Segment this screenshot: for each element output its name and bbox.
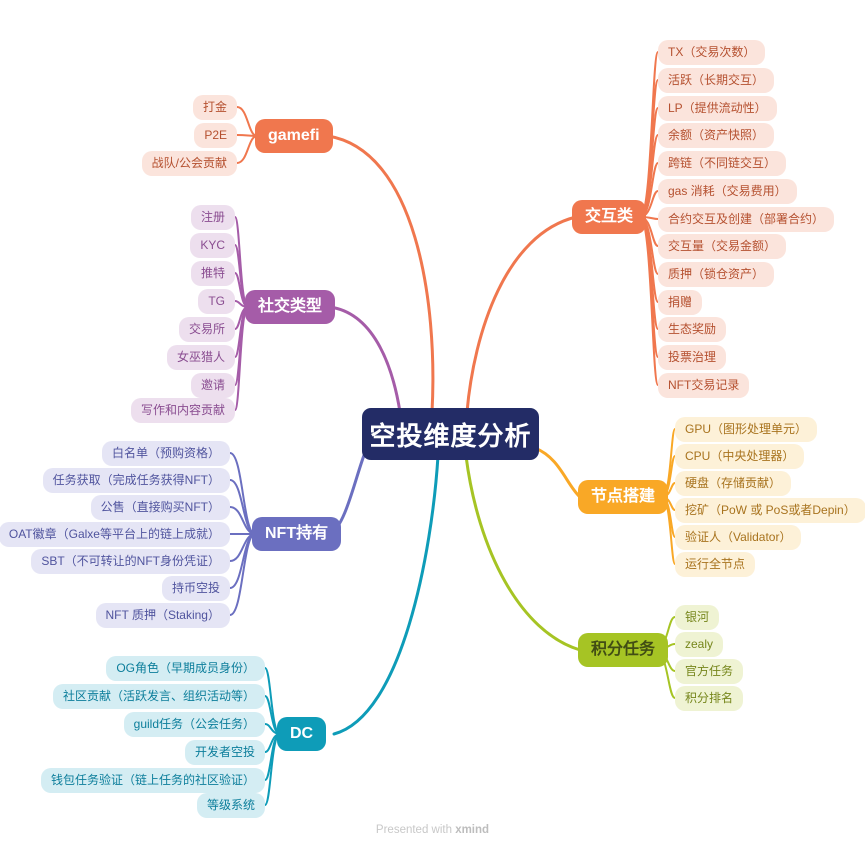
topic-points-rank[interactable]: 积分排名 xyxy=(675,686,744,711)
branch-node-setup[interactable]: 节点搭建 xyxy=(578,480,669,514)
topic-kyc[interactable]: KYC xyxy=(190,233,235,258)
topic-contract[interactable]: 合约交互及创建（部署合约） xyxy=(658,207,835,232)
topic-crosschain[interactable]: 跨链（不同链交互） xyxy=(658,151,787,176)
link-central-gamefi xyxy=(326,134,435,414)
topic-balance[interactable]: 余额（资产快照） xyxy=(658,123,775,148)
xmind-watermark: Presented with xmind xyxy=(0,824,865,836)
topic-staking[interactable]: 质押（锁仓资产） xyxy=(658,262,775,287)
topic-lp[interactable]: LP（提供流动性） xyxy=(658,96,777,121)
topic-validator[interactable]: 验证人（Validator） xyxy=(675,525,802,550)
branch-nft-holding[interactable]: NFT持有 xyxy=(252,517,342,551)
topic-twitter[interactable]: 推特 xyxy=(190,261,235,286)
topic-tg[interactable]: TG xyxy=(198,289,235,314)
topic-nft-staking[interactable]: NFT 质押（Staking） xyxy=(95,603,230,628)
topic-public-sale[interactable]: 公售（直接购买NFT） xyxy=(90,495,230,520)
topic-eco-reward[interactable]: 生态奖励 xyxy=(658,317,727,342)
link-central-dc xyxy=(332,454,440,736)
link-central-social xyxy=(328,305,402,414)
topic-volume[interactable]: 交互量（交易金额） xyxy=(658,234,787,259)
topic-nft-trade-history[interactable]: NFT交易记录 xyxy=(658,373,750,398)
topic-gpu[interactable]: GPU（图形处理单元） xyxy=(675,417,818,442)
topic-gas[interactable]: gas 消耗（交易费用） xyxy=(658,179,797,204)
topic-guild-task[interactable]: guild任务（公会任务） xyxy=(123,712,265,737)
topic-zealy[interactable]: zealy xyxy=(675,632,724,657)
topic-guild-contrib[interactable]: 战队/公会贡献 xyxy=(141,151,237,176)
topic-whitelist[interactable]: 白名单（预购资格） xyxy=(101,441,230,466)
topic-donate[interactable]: 捐赠 xyxy=(658,290,703,315)
topic-vote-governance[interactable]: 投票治理 xyxy=(658,345,727,370)
topic-holder-airdrop[interactable]: 持币空投 xyxy=(161,576,230,601)
topic-full-node[interactable]: 运行全节点 xyxy=(675,552,756,577)
branch-social-type[interactable]: 社交类型 xyxy=(245,290,336,324)
branch-gamefi[interactable]: gamefi xyxy=(255,119,333,153)
topic-galaxy[interactable]: 银河 xyxy=(675,605,720,630)
topic-wallet-task-verify[interactable]: 钱包任务验证（链上任务的社区验证） xyxy=(40,768,265,793)
topic-cpu[interactable]: CPU（中央处理器） xyxy=(675,444,805,469)
topic-dajin[interactable]: 打金 xyxy=(192,95,237,120)
topic-p2e[interactable]: P2E xyxy=(194,123,237,148)
topic-writing-content[interactable]: 写作和内容贡献 xyxy=(130,398,235,423)
topic-level-system[interactable]: 等级系统 xyxy=(196,793,265,818)
branch-points-tasks[interactable]: 积分任务 xyxy=(578,633,669,667)
topic-og-role[interactable]: OG角色（早期成员身份） xyxy=(106,656,265,681)
branch-interaction[interactable]: 交互类 xyxy=(572,200,647,234)
topic-dev-airdrop[interactable]: 开发者空投 xyxy=(184,740,265,765)
topic-register[interactable]: 注册 xyxy=(190,205,235,230)
topic-mining[interactable]: 挖矿（PoW 或 PoS或者Depin） xyxy=(675,498,865,523)
link-central-node xyxy=(533,446,582,499)
central-topic[interactable]: 空投维度分析 xyxy=(362,408,539,460)
watermark-brand: xmind xyxy=(455,824,490,836)
topic-invite[interactable]: 邀请 xyxy=(190,373,235,398)
topic-active[interactable]: 活跃（长期交互） xyxy=(658,68,775,93)
topic-tx[interactable]: TX（交易次数） xyxy=(658,40,766,65)
topic-disk[interactable]: 硬盘（存储贡献） xyxy=(675,471,792,496)
branch-dc[interactable]: DC xyxy=(277,717,327,751)
topic-sbt[interactable]: SBT（不可转让的NFT身份凭证） xyxy=(31,549,230,574)
topic-official-task[interactable]: 官方任务 xyxy=(675,659,744,684)
topic-oat-badge[interactable]: OAT徽章（Galxe等平台上的链上成就） xyxy=(0,522,230,547)
topic-sybil-hunter[interactable]: 女巫猎人 xyxy=(166,345,235,370)
topic-exchange[interactable]: 交易所 xyxy=(178,317,235,342)
topic-community-contrib[interactable]: 社区贡献（活跃发言、组织活动等） xyxy=(52,684,265,709)
watermark-prefix: Presented with xyxy=(375,824,456,836)
link-central-points xyxy=(464,454,582,652)
link-central-interaction xyxy=(465,215,578,414)
topic-task-nft[interactable]: 任务获取（完成任务获得NFT） xyxy=(42,468,230,493)
